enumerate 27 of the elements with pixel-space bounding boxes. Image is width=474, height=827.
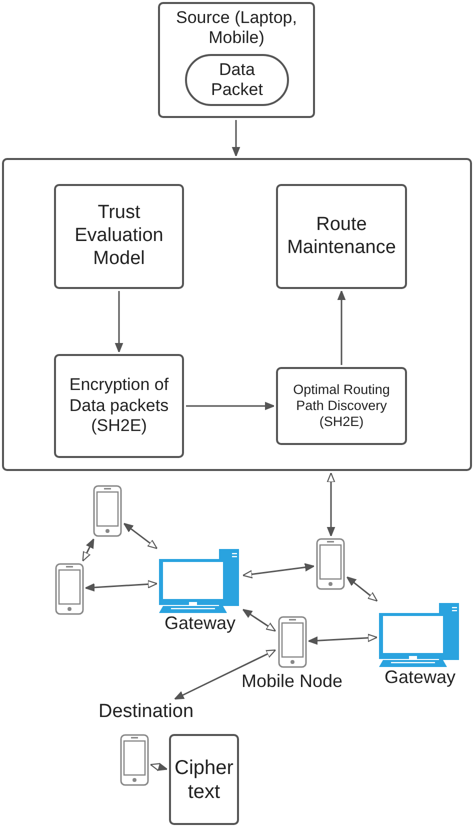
container-box xyxy=(2,158,472,471)
arrow xyxy=(82,538,94,562)
arrow xyxy=(326,472,336,537)
process-box: Cipher text xyxy=(169,734,239,825)
arrow xyxy=(346,576,378,602)
arrow xyxy=(174,649,276,700)
arrow xyxy=(232,120,240,157)
device-label: Gateway xyxy=(164,613,236,635)
process-box: Optimal Routing Path Discovery (SH2E) xyxy=(276,367,407,445)
process-box: Route Maintenance xyxy=(276,184,407,289)
process-box: Encryption of Data packets (SH2E) xyxy=(54,354,184,458)
arrow xyxy=(308,634,378,645)
box-title: Source (Laptop, Mobile) xyxy=(175,8,298,49)
arrow xyxy=(114,291,124,353)
process-box: Trust Evaluation Model xyxy=(54,184,184,289)
arrow xyxy=(123,522,158,550)
arrow xyxy=(337,290,346,365)
device-label: Mobile Node xyxy=(241,671,343,693)
source-box xyxy=(158,2,315,118)
arrow xyxy=(242,608,276,632)
arrow xyxy=(186,402,275,410)
device-label: Gateway xyxy=(384,667,456,689)
arrow xyxy=(84,580,158,592)
arrow xyxy=(150,762,168,772)
data-packet-pill: Data Packet xyxy=(185,54,289,106)
destination-label: Destination xyxy=(98,701,194,724)
arrow xyxy=(242,563,315,578)
